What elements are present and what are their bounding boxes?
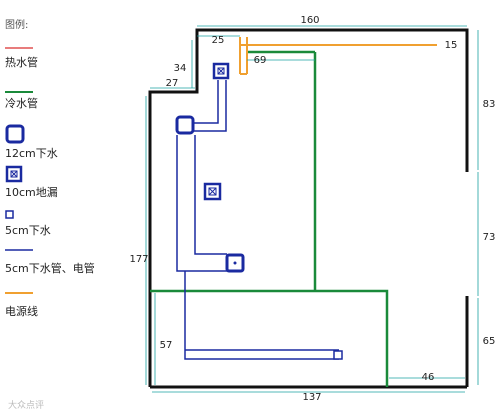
dim-inner-height: 57 bbox=[160, 340, 173, 351]
drain-pipe-upper bbox=[190, 80, 219, 124]
dim-top: 160 bbox=[300, 15, 319, 26]
power-lines bbox=[239, 37, 437, 75]
walls bbox=[148, 28, 469, 389]
drain-pipe-inner bbox=[194, 135, 227, 255]
drain-pipe-left bbox=[176, 135, 237, 272]
drain-12cm-icon bbox=[5, 124, 25, 144]
legend-floor-drain-label: 10cm地漏 bbox=[5, 186, 58, 199]
floor-drain-icon bbox=[5, 165, 23, 183]
dim-bottom: 137 bbox=[302, 392, 321, 403]
drain-pipe-bottom bbox=[184, 271, 339, 360]
drain-5cm-icon bbox=[5, 210, 14, 219]
legend-cold-pipe-label: 冷水管 bbox=[5, 97, 38, 110]
dim-right-lower: 65 bbox=[483, 336, 496, 347]
legend-title: 图例: bbox=[5, 20, 29, 31]
drain-pipe-upper-b bbox=[190, 80, 227, 132]
dim-bottom-right: 46 bbox=[422, 372, 435, 383]
dim-left-height: 177 bbox=[129, 254, 148, 265]
legend-drain-pipe-label: 5cm下水管、电管 bbox=[5, 262, 95, 275]
dim-top-left-small: 25 bbox=[212, 35, 225, 46]
drain-5cm-fixture bbox=[333, 350, 343, 360]
dim-left-step-width: 27 bbox=[166, 78, 179, 89]
floor-drain-fixture-top bbox=[212, 62, 230, 80]
drain-12cm-fixture bbox=[175, 115, 195, 135]
cold-pipe-swatch bbox=[5, 91, 33, 93]
dim-orange-offset: 69 bbox=[254, 55, 267, 66]
drain-pipes bbox=[176, 80, 339, 360]
hot-pipe-swatch bbox=[5, 47, 33, 49]
drain-12cm-fixture-lower bbox=[225, 253, 245, 273]
drain-pipe-swatch bbox=[5, 249, 33, 251]
legend-hot-pipe-label: 热水管 bbox=[5, 56, 38, 69]
legend-power-line-label: 电源线 bbox=[5, 305, 38, 318]
legend-drain-12cm-label: 12cm下水 bbox=[5, 147, 58, 160]
watermark: 大众点评 bbox=[8, 401, 45, 411]
dim-right-middle: 73 bbox=[483, 232, 496, 243]
dimension-lines bbox=[145, 25, 479, 393]
floor-drain-fixture-mid bbox=[203, 182, 222, 201]
wall-outline bbox=[148, 28, 469, 387]
legend-drain-5cm-label: 5cm下水 bbox=[5, 224, 51, 237]
dim-orange-end: 15 bbox=[445, 40, 458, 51]
dim-right-upper: 83 bbox=[483, 99, 496, 110]
power-line-swatch bbox=[5, 292, 33, 294]
cold-water-lines bbox=[150, 50, 389, 387]
legend: 图例: 热水管 冷水管 12cm下水 10cm地漏 5cm下水 5cm下水管、电… bbox=[0, 0, 120, 418]
green-box bbox=[150, 289, 389, 387]
dim-left-step-height: 34 bbox=[174, 63, 187, 74]
